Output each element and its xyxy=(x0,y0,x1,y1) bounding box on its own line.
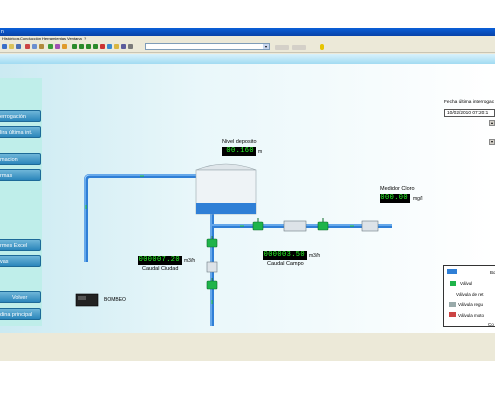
sidebar-item-label: lira última int. xyxy=(0,130,33,136)
back-icon[interactable] xyxy=(72,44,77,49)
home-icon[interactable] xyxy=(114,44,119,49)
sidebar-item-label: Volver xyxy=(12,295,28,301)
cut-icon[interactable] xyxy=(25,44,30,49)
legend-item: Co xyxy=(488,322,494,327)
chevron-down-icon[interactable]: ▾ xyxy=(263,44,269,49)
ciudad-unit: m3/h xyxy=(184,258,196,264)
sidebar-item-pagina-principal[interactable]: dina principal xyxy=(0,308,41,320)
sidebar-item-alarmas[interactable]: rmas xyxy=(0,169,41,181)
pipe-flow-marks xyxy=(85,175,354,304)
sidebar-item-label: macion xyxy=(0,157,18,163)
legend-item: Válvula moto xyxy=(458,313,485,318)
date-value: 10/02/2010 07:20:1 xyxy=(444,109,495,117)
valve-icon[interactable] xyxy=(206,278,218,290)
legend-item: Bo xyxy=(490,270,495,275)
sidebar-item-interrogacion[interactable]: errogación xyxy=(0,110,41,122)
legend-item: Válvul xyxy=(460,281,473,286)
menu-ventana[interactable]: Ventana xyxy=(67,36,82,41)
bombeo-label: BOMBEO xyxy=(104,297,126,303)
print-icon[interactable] xyxy=(48,44,53,49)
bulb-icon[interactable] xyxy=(320,44,324,50)
chart-icon[interactable] xyxy=(55,44,60,49)
date-label: Fecha última interrogac xyxy=(444,100,495,105)
sidebar-item-volver[interactable]: Volver xyxy=(0,291,41,303)
nivel-display: 00.160 xyxy=(222,147,256,156)
links-button[interactable] xyxy=(292,45,306,50)
favorites-icon[interactable] xyxy=(121,44,126,49)
address-combo[interactable]: ▾ xyxy=(145,43,270,50)
menu-help[interactable]: ? xyxy=(84,36,87,41)
open-icon[interactable] xyxy=(9,44,14,49)
sidebar-item-label: rmes Excel xyxy=(0,243,28,249)
ciudad-display: 000007.20 xyxy=(138,256,182,265)
scroll-up-icon[interactable]: ▴ xyxy=(489,120,495,126)
sidebar-item-informes-excel[interactable]: rmes Excel xyxy=(0,239,41,251)
sidebar-item-ultima-int[interactable]: lira última int. xyxy=(0,126,41,138)
nivel-label: Nivel deposito xyxy=(222,139,257,145)
search-icon[interactable] xyxy=(62,44,67,49)
sidebar-item-label: rmas xyxy=(0,173,13,179)
window-title: n xyxy=(1,29,4,35)
water-tank xyxy=(195,163,257,215)
sidebar-item-informacion[interactable]: macion xyxy=(0,153,41,165)
legend-panel: Bo Válvul Válvula de ret Válvula regu Vá… xyxy=(443,265,495,327)
nivel-unit: m xyxy=(258,149,263,155)
copy-icon[interactable] xyxy=(32,44,37,49)
sidebar-item-label: errogación xyxy=(0,114,26,120)
stop-icon[interactable] xyxy=(100,44,105,49)
title-bar: n xyxy=(0,28,495,36)
campo-label: Caudal Campo xyxy=(267,261,304,267)
cloro-label: Medidor Cloro xyxy=(380,186,415,192)
campo-display: 000003.50 xyxy=(263,251,307,260)
menu-herramientas[interactable]: Herramientas xyxy=(42,36,67,41)
pump-legend-icon xyxy=(447,269,457,274)
valve-icon[interactable] xyxy=(206,236,218,248)
sidebar-item-curvas[interactable]: vas xyxy=(0,255,41,267)
scroll-down-icon[interactable]: ▾ xyxy=(489,139,495,145)
valve-legend-icon xyxy=(450,281,456,286)
save-icon[interactable] xyxy=(16,44,21,49)
up-icon[interactable] xyxy=(86,44,91,49)
menu-bar: Históricos Conducción Herramientas Venta… xyxy=(0,36,495,42)
chlorine-meter-icon xyxy=(361,220,379,232)
flowmeter-icon xyxy=(283,220,307,232)
legend-item: Válvula de ret xyxy=(456,292,484,297)
flowmeter-icon xyxy=(206,261,218,273)
regulator-legend-icon xyxy=(449,302,456,307)
blank-area xyxy=(0,361,495,400)
cloro-unit: mg/l xyxy=(413,196,423,202)
valve-icon[interactable] xyxy=(317,218,329,231)
menu-conduccion[interactable]: Conducción xyxy=(20,36,42,41)
refresh-icon[interactable] xyxy=(107,44,112,49)
go-button[interactable] xyxy=(275,45,289,50)
menu-historicos[interactable]: Históricos xyxy=(2,36,20,41)
cloro-display: 000.00 xyxy=(380,194,410,203)
ciudad-label: Caudal Ciudad xyxy=(142,266,179,272)
forward-icon[interactable] xyxy=(79,44,84,49)
valve-icon[interactable] xyxy=(252,218,264,231)
settings-icon[interactable] xyxy=(128,44,133,49)
scrollbar[interactable]: ▴ ▾ xyxy=(489,120,495,150)
motor-valve-legend-icon xyxy=(449,312,456,317)
sidebar-item-label: dina principal xyxy=(0,312,33,318)
down-icon[interactable] xyxy=(93,44,98,49)
campo-unit: m3/h xyxy=(309,253,321,259)
legend-item: Válvula regu xyxy=(458,302,484,307)
sidebar-item-label: vas xyxy=(0,259,9,265)
new-icon[interactable] xyxy=(2,44,7,49)
pump-icon[interactable] xyxy=(75,293,99,307)
paste-icon[interactable] xyxy=(39,44,44,49)
